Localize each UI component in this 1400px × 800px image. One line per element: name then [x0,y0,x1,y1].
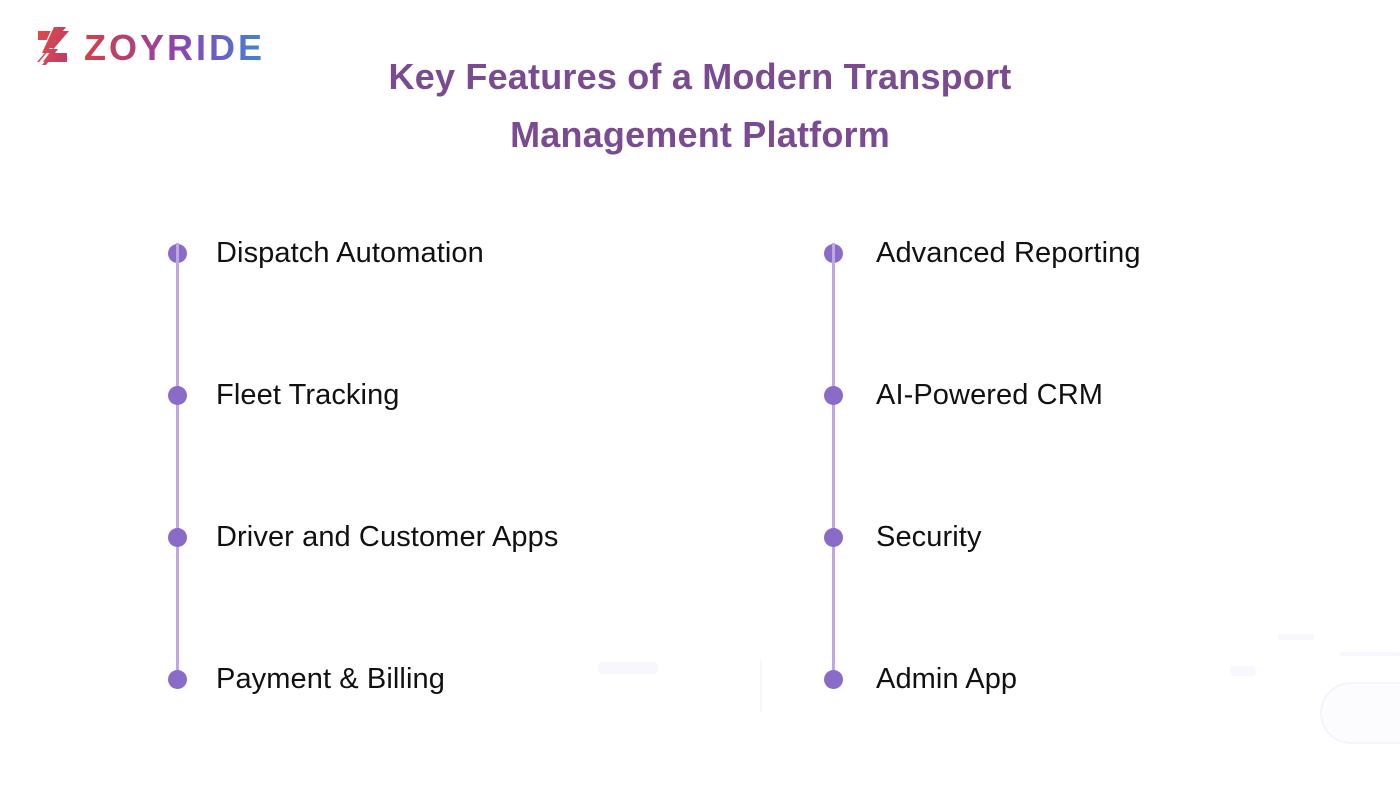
bullet-dot-icon [168,528,187,547]
timeline-track-left [176,246,179,678]
feature-label: Security [876,521,982,553]
timeline-track-right [832,246,835,678]
bullet-dot-icon [168,670,187,689]
brand-logo[interactable]: ZOYRIDE [36,20,265,76]
page-title-line-2: Management Platform [510,114,890,156]
bullet-dot-icon [824,386,843,405]
feature-label: Admin App [876,663,1018,695]
feature-label: Dispatch Automation [216,237,484,269]
bullet-dot-icon [824,670,843,689]
feature-label: Payment & Billing [216,663,445,695]
feature-label: Driver and Customer Apps [216,521,559,553]
bullet-dot-icon [168,243,187,264]
bullet-dot-icon [168,386,187,405]
bullet-dot-icon [824,243,843,264]
page-title-line-1: Key Features of a Modern Transport [388,56,1012,97]
bullet-dot-icon [824,528,843,547]
page-title: Key Features of a Modern Transport Manag… [330,48,1070,165]
feature-label: AI-Powered CRM [876,379,1104,411]
feature-label: Fleet Tracking [216,379,400,411]
double-z-logo-mark [37,27,69,65]
brand-wordmark: ZOYRIDE [84,27,266,68]
feature-label: Advanced Reporting [876,237,1141,269]
